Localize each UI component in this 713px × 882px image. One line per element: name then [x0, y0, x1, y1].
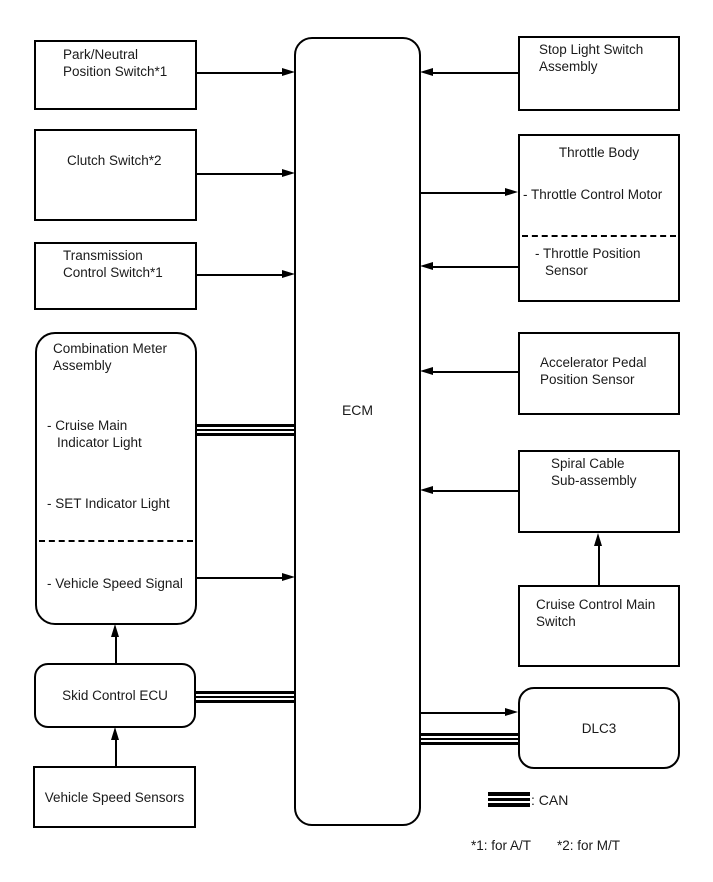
throttle-body-title: Throttle Body [558, 145, 640, 160]
park-neutral-position-switch-label: Park/Neutral Position Switch*1 [63, 47, 168, 79]
set-indicator-light-label: - SET Indicator Light [47, 496, 170, 511]
accelerator-pedal-position-sensor-label: Accelerator Pedal Position Sensor [540, 355, 647, 387]
vehicle-speed-signal-label: - Vehicle Speed Signal [47, 576, 183, 591]
spiral-cable-sub-assembly-box: Spiral Cable Sub-assembly [518, 450, 680, 533]
footnotes: *1: for A/T *2: for M/T [471, 837, 620, 854]
throttle-body-box: Throttle Body - Throttle Control Motor -… [518, 134, 680, 302]
combination-meter-can-line [196, 424, 295, 436]
transmission-control-switch-box: Transmission Control Switch*1 [34, 242, 197, 310]
cruise-main-indicator-light-label: - Cruise Main Indicator Light [47, 418, 142, 450]
dlc3-label: DLC3 [581, 720, 617, 736]
park-neutral-position-switch-box: Park/Neutral Position Switch*1 [34, 40, 197, 110]
can-legend-label: : CAN [531, 792, 569, 808]
spiral-cable-sub-assembly-label: Spiral Cable Sub-assembly [551, 456, 637, 488]
skid-control-ecu-box: Skid Control ECU [34, 663, 196, 728]
clutch-switch-label: Clutch Switch*2 [67, 153, 162, 168]
combination-meter-assembly-box: Combination Meter Assembly - Cruise Main… [35, 332, 197, 625]
vehicle-speed-sensors-box: Vehicle Speed Sensors [33, 766, 196, 828]
vehicle-speed-sensors-label: Vehicle Speed Sensors [44, 789, 185, 805]
cruise-control-main-switch-box: Cruise Control Main Switch [518, 585, 680, 667]
combination-meter-assembly-title: Combination Meter Assembly [53, 341, 168, 373]
skid-control-ecu-label: Skid Control ECU [62, 688, 168, 703]
throttle-body-divider-dashed-line [522, 235, 676, 237]
ecm-label: ECM [341, 402, 374, 418]
cruise-control-main-switch-label: Cruise Control Main Switch [536, 597, 656, 629]
accelerator-pedal-position-sensor-box: Accelerator Pedal Position Sensor [518, 332, 680, 415]
throttle-control-motor-label: - Throttle Control Motor [523, 187, 663, 202]
ecm-box: ECM [294, 37, 421, 826]
dlc3-box: DLC3 [518, 687, 680, 769]
combination-meter-divider-dashed-line [39, 540, 193, 542]
throttle-position-sensor-label: - Throttle Position Sensor [535, 246, 641, 278]
transmission-control-switch-label: Transmission Control Switch*1 [63, 248, 163, 280]
clutch-switch-box: Clutch Switch*2 [34, 129, 197, 221]
footnote-at: *1: for A/T [471, 838, 532, 853]
skid-control-can-line [195, 691, 295, 703]
can-legend-symbol [488, 792, 530, 807]
stop-light-switch-assembly-label: Stop Light Switch Assembly [539, 42, 644, 74]
stop-light-switch-assembly-box: Stop Light Switch Assembly [518, 36, 680, 111]
footnote-mt: *2: for M/T [557, 838, 621, 853]
dlc3-can-line [420, 733, 518, 745]
